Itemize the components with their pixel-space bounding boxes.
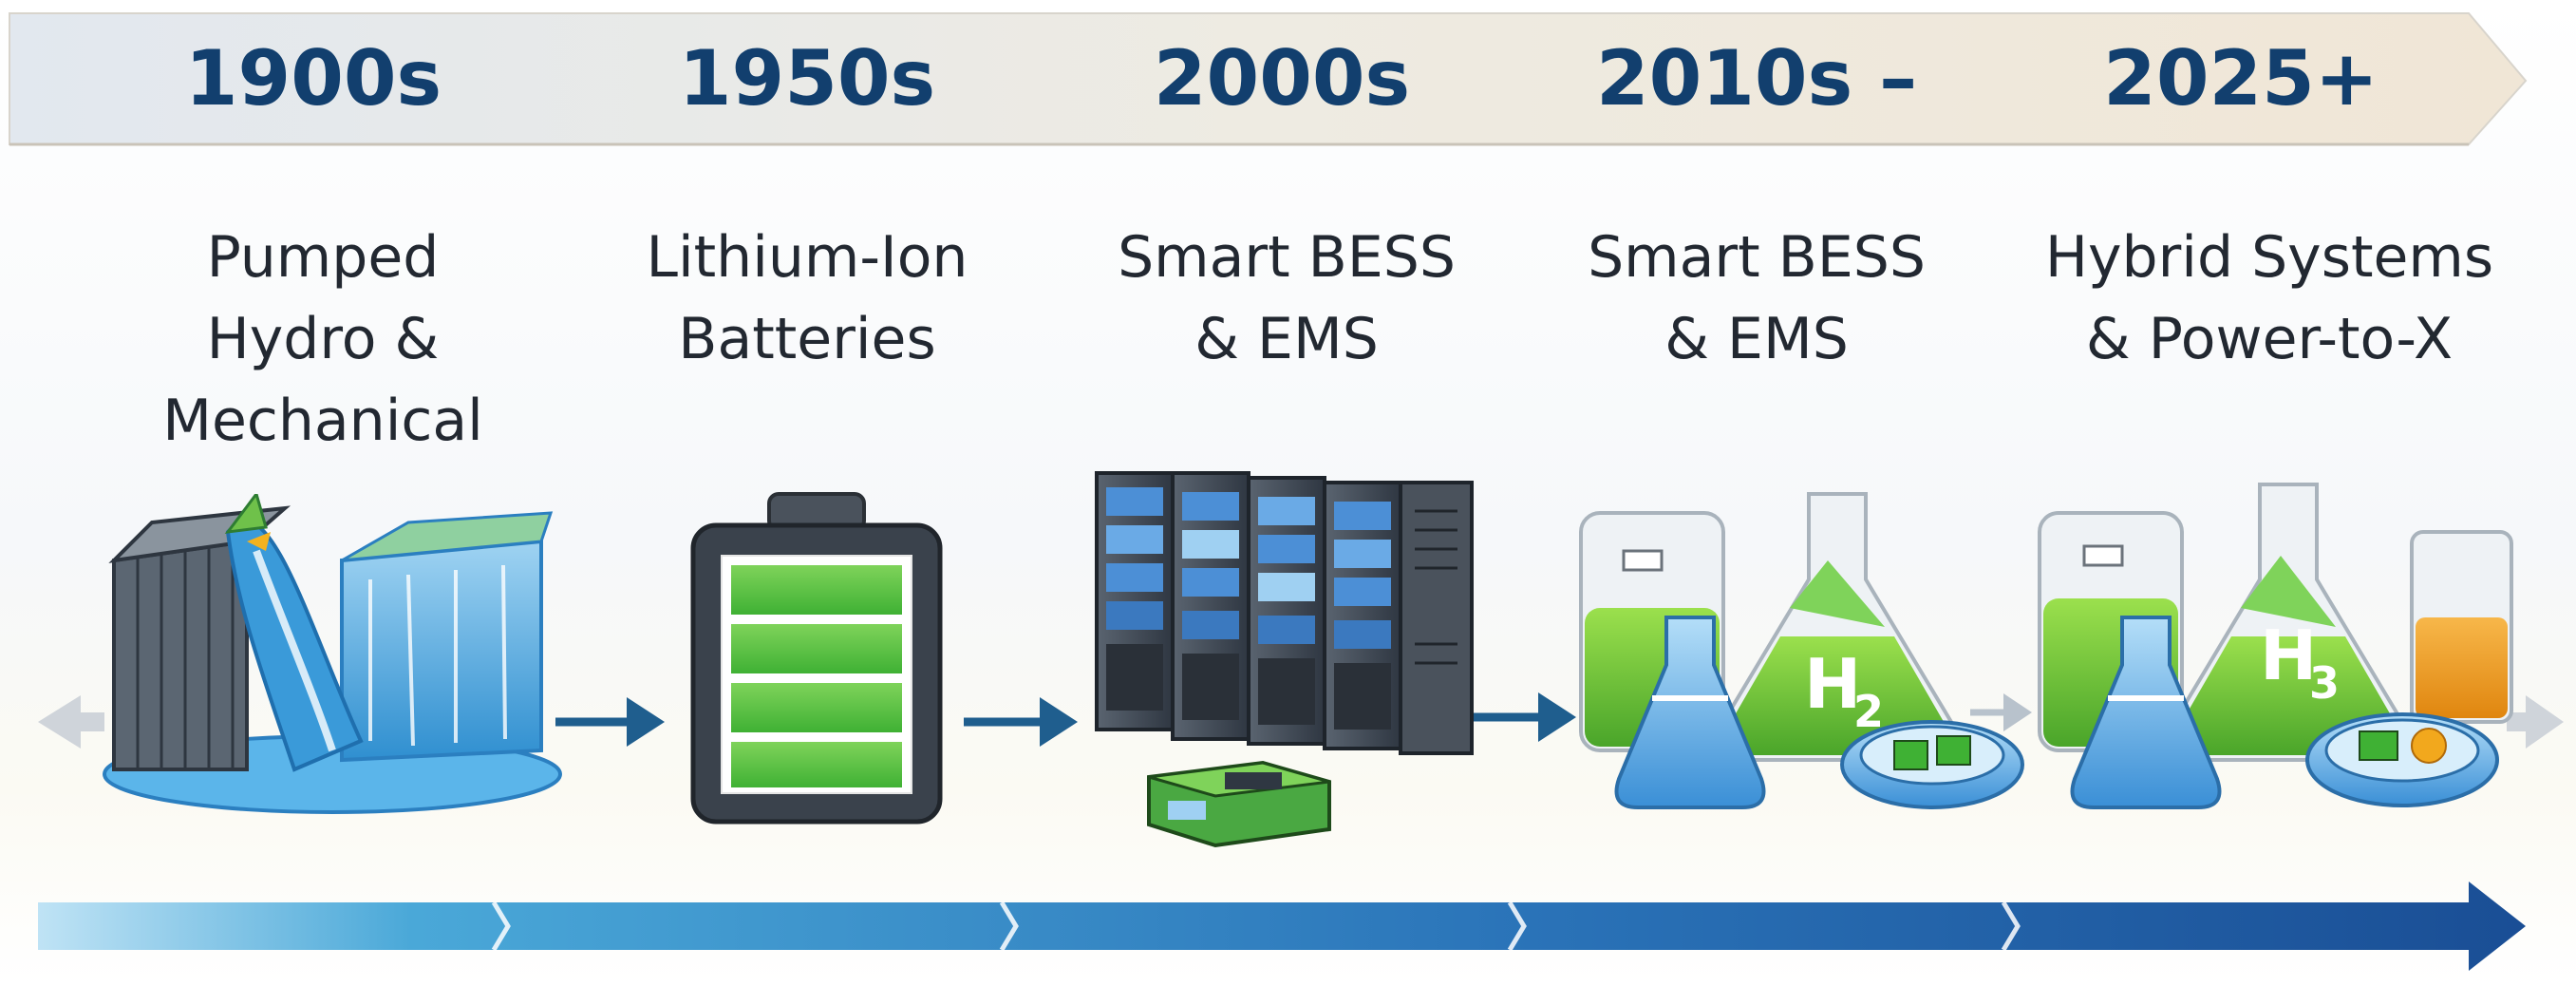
battery-icon <box>690 492 943 825</box>
caption-hybrid-systems: Hybrid Systems & Power-to-X <box>2044 224 2494 372</box>
h2-label: H <box>1804 644 1861 724</box>
rack-cabinet <box>1399 481 1474 755</box>
arrow-icon <box>1970 693 2032 731</box>
ems-controller-box <box>1147 760 1331 848</box>
server-rack-icon <box>1095 471 1474 848</box>
arrow-icon <box>555 697 665 747</box>
caption-lithium-ion: Lithium-Ion Batteries <box>646 224 968 372</box>
progress-timeline-arrow <box>38 882 2526 971</box>
caption-smart-bess-2000s: Smart BESS & EMS <box>1118 224 1456 372</box>
caption-smart-bess-2010s: Smart BESS & EMS <box>1588 224 1926 372</box>
era-banner: 1900s 1950s 2000s 2010s – 2025+ <box>0 0 2576 152</box>
right-chevron-icon <box>2507 695 2564 749</box>
rack-cabinet <box>1095 471 1175 731</box>
caption-pumped-hydro: Pumped Hydro & Mechanical <box>162 224 483 454</box>
connector-arrows <box>38 692 2564 749</box>
era-label-2000s: 2000s <box>1153 34 1411 123</box>
hybrid-flask-icon: H 3 <box>2038 483 2513 809</box>
rack-cabinet <box>1247 476 1326 746</box>
left-chevron-icon <box>38 695 104 749</box>
rack-cabinet <box>1171 471 1250 741</box>
arrow-icon <box>1472 692 1576 742</box>
era-banner-shape <box>9 12 2528 146</box>
arrow-icon <box>964 697 1078 747</box>
era-label-2025: 2025+ <box>2103 34 2379 123</box>
era-label-1950s: 1950s <box>678 34 936 123</box>
pumped-hydro-dam-icon <box>103 494 562 814</box>
rack-cabinet <box>1323 481 1402 750</box>
era-label-1900s: 1900s <box>184 34 442 123</box>
h3-label: H <box>2260 616 2317 695</box>
era-label-2010s: 2010s – <box>1595 34 1918 123</box>
h3-subscript: 3 <box>2309 657 2340 709</box>
hydrogen-flask-icon: H 2 <box>1579 492 2024 809</box>
